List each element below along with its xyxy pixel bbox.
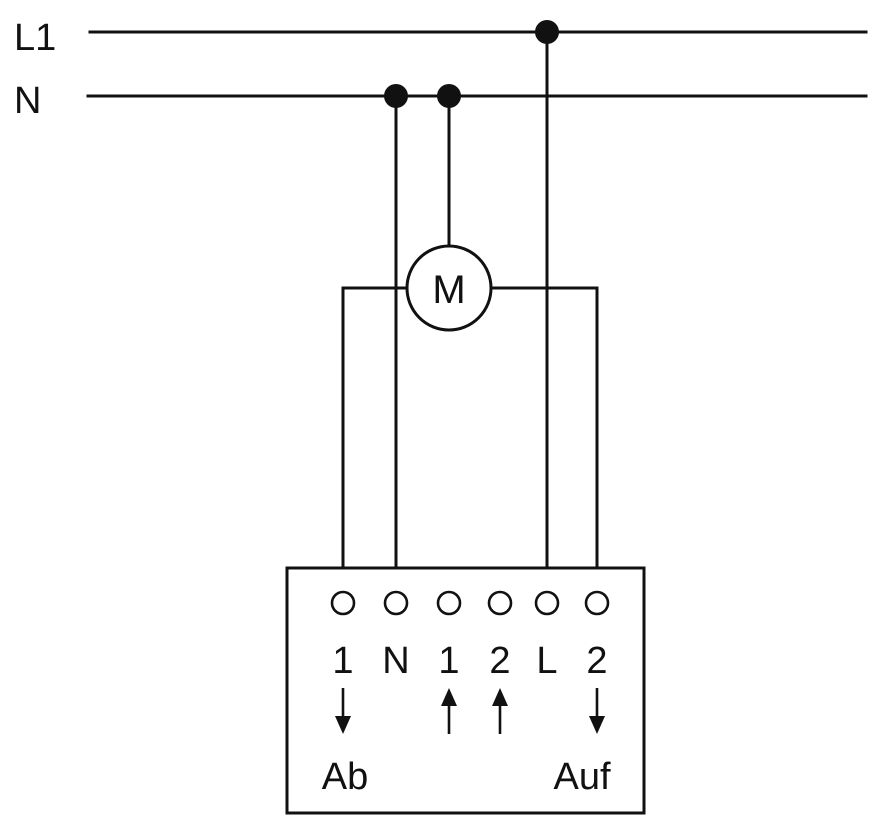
- terminal-label: L: [536, 640, 557, 682]
- motor-symbol: M: [405, 244, 493, 332]
- terminal-label: 1: [438, 640, 459, 682]
- terminal-label: 1: [332, 640, 353, 682]
- arrow-up-icon: [441, 688, 457, 734]
- terminal-label: 2: [586, 640, 607, 682]
- terminal-1-up: [436, 590, 462, 616]
- terminal-label: 2: [489, 640, 510, 682]
- direction-label-down: Ab: [322, 756, 368, 798]
- actuator-box: [285, 566, 646, 815]
- terminal-n: [383, 590, 409, 616]
- terminal-group: [330, 590, 610, 616]
- terminal-2-down: [584, 590, 610, 616]
- n-line-label: N: [14, 80, 41, 122]
- direction-label-up: Auf: [553, 756, 610, 798]
- terminal-l: [534, 590, 560, 616]
- l1-line-label: L1: [14, 17, 56, 59]
- motor-label: M: [432, 268, 465, 312]
- terminal-label: N: [382, 640, 409, 682]
- arrow-up-icon: [492, 688, 508, 734]
- wire-motor-to-terminal-down: [341, 286, 408, 594]
- terminal-2-up: [487, 590, 513, 616]
- wire-motor-to-terminal-up: [490, 286, 599, 594]
- arrow-down-icon: [589, 688, 605, 734]
- terminal-1-down: [330, 590, 356, 616]
- arrow-down-icon: [335, 688, 351, 734]
